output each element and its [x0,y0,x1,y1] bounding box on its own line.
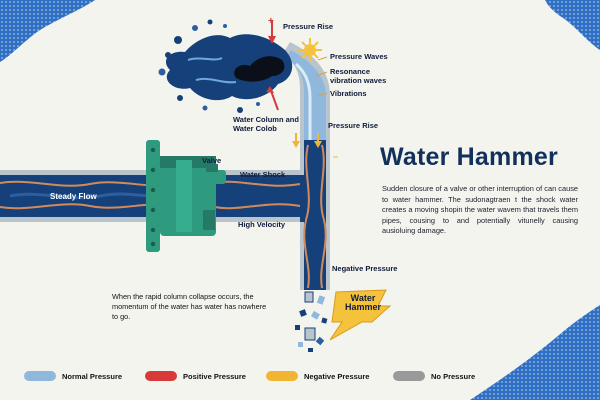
label-valve: Valve [202,156,222,165]
valve-assembly [146,140,226,252]
label-high-velocity: High Velocity [238,220,286,229]
label-resonance: Resonance vibration waves [330,67,387,85]
legend-swatch [24,371,56,381]
corner-decoration-top-left [0,0,95,62]
legend-swatch [145,371,177,381]
legend-label: Negative Pressure [304,372,370,381]
vertical-pipe [300,140,330,290]
label-pressure-rise-mid: Pressure Rise [328,121,379,130]
label-steady-flow: Steady Flow [50,192,97,201]
legend-label: Positive Pressure [183,372,246,381]
upper-pipe-bend [282,42,330,140]
label-pressure-rise-top: Pressure Rise [283,22,334,31]
pipe-debris [295,291,328,352]
label-pressure-waves: Pressure Waves [330,52,388,61]
legend-label: No Pressure [431,372,476,381]
legend-label: Normal Pressure [62,372,123,381]
collapse-note: When the rapid column collapse occurs, t… [112,292,267,321]
corner-decoration-bottom-right [470,305,600,400]
legend-swatch [393,371,425,381]
water-hammer-lightning-badge [329,289,392,341]
pressure-burst-icon [298,38,322,62]
annotation-arrows [266,20,338,158]
water-splash [158,19,293,113]
description-text: Sudden closure of a valve or other inter… [382,184,578,236]
label-water-column: Water Column and Water Colob [233,115,299,133]
corner-decoration-top-right [545,0,600,50]
plus-sign: + [268,16,274,27]
legend-swatch [266,371,298,381]
page-title: Water Hammer [380,143,558,171]
label-water-shock: Water Shock [240,170,286,179]
label-vibrations: Vibrations [330,89,367,98]
badge-label: Water Hammer [344,293,382,313]
label-negative-pressure: Negative Pressure [332,264,398,273]
